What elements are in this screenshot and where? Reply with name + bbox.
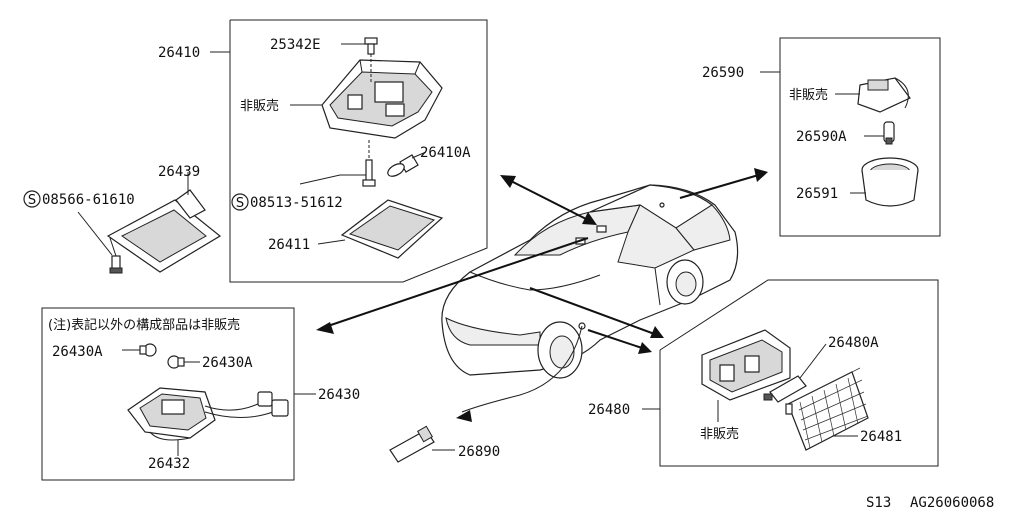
label-26430a-right: 26430A <box>202 355 253 371</box>
bolt-symbol-1 <box>23 190 41 208</box>
label-08566: 08566-61610 <box>42 192 135 208</box>
lens-26481-icon <box>785 367 869 451</box>
label-not-for-sale-3: 非販売 <box>700 426 739 442</box>
room-lamp-box <box>229 19 488 283</box>
bulb-26480a-icon <box>763 375 807 403</box>
label-26432: 26432 <box>148 456 190 472</box>
label-26481: 26481 <box>860 429 902 445</box>
bolt-symbol-2 <box>231 193 249 211</box>
lens-26411-icon <box>340 199 444 259</box>
room-lamp-group <box>210 19 488 283</box>
screw-08513-icon <box>362 159 376 187</box>
label-26890: 26890 <box>458 444 500 460</box>
bolt-symbol-1-label: S <box>28 193 36 208</box>
label-26591: 26591 <box>796 186 838 202</box>
map-lamp-box <box>779 37 941 237</box>
room-lamp-housing <box>321 59 443 139</box>
label-not-for-sale-2: 非販売 <box>789 87 828 103</box>
bolt-symbol-2-label: S <box>236 196 244 211</box>
socket-icon <box>857 77 911 113</box>
lamp-assy-26430-group <box>41 307 316 481</box>
car-outline <box>441 184 739 379</box>
footer-diagram-code: AG26060068 <box>910 495 994 511</box>
bulb-26430a-right-icon <box>167 355 185 369</box>
bulb-26410a-icon <box>387 154 419 177</box>
label-26410: 26410 <box>158 45 200 61</box>
footnote-text: (注)表記以外の構成部品は非販売 <box>48 317 240 333</box>
label-26590: 26590 <box>702 65 744 81</box>
trunk-lamp-group <box>642 279 939 467</box>
bulb-26890-icon <box>389 425 435 463</box>
bracket-26439-icon <box>77 172 222 274</box>
label-26430a-left: 26430A <box>52 344 103 360</box>
trunk-lamp-box <box>659 279 939 467</box>
label-26411: 26411 <box>268 237 310 253</box>
label-08513: 08513-51612 <box>250 195 343 211</box>
label-26439: 26439 <box>158 164 200 180</box>
label-26590a: 26590A <box>796 129 847 145</box>
label-not-for-sale-1: 非販売 <box>240 98 279 114</box>
footer-page-code: S13 <box>866 495 891 511</box>
label-26410a: 26410A <box>420 145 471 161</box>
bulb-26430a-left-icon <box>139 343 157 357</box>
clip-25342e-icon <box>364 37 378 55</box>
label-26430: 26430 <box>318 387 360 403</box>
lamp-assy-body-icon <box>127 387 289 441</box>
label-25342e: 25342E <box>270 37 321 53</box>
bulb-26590a-icon <box>883 121 895 145</box>
pointer-arrows <box>316 168 768 422</box>
trunk-lamp-housing-icon <box>701 329 791 422</box>
lens-26591-icon <box>861 157 919 207</box>
label-26480a: 26480A <box>828 335 879 351</box>
label-26480: 26480 <box>588 402 630 418</box>
map-lamp-group <box>760 37 941 237</box>
